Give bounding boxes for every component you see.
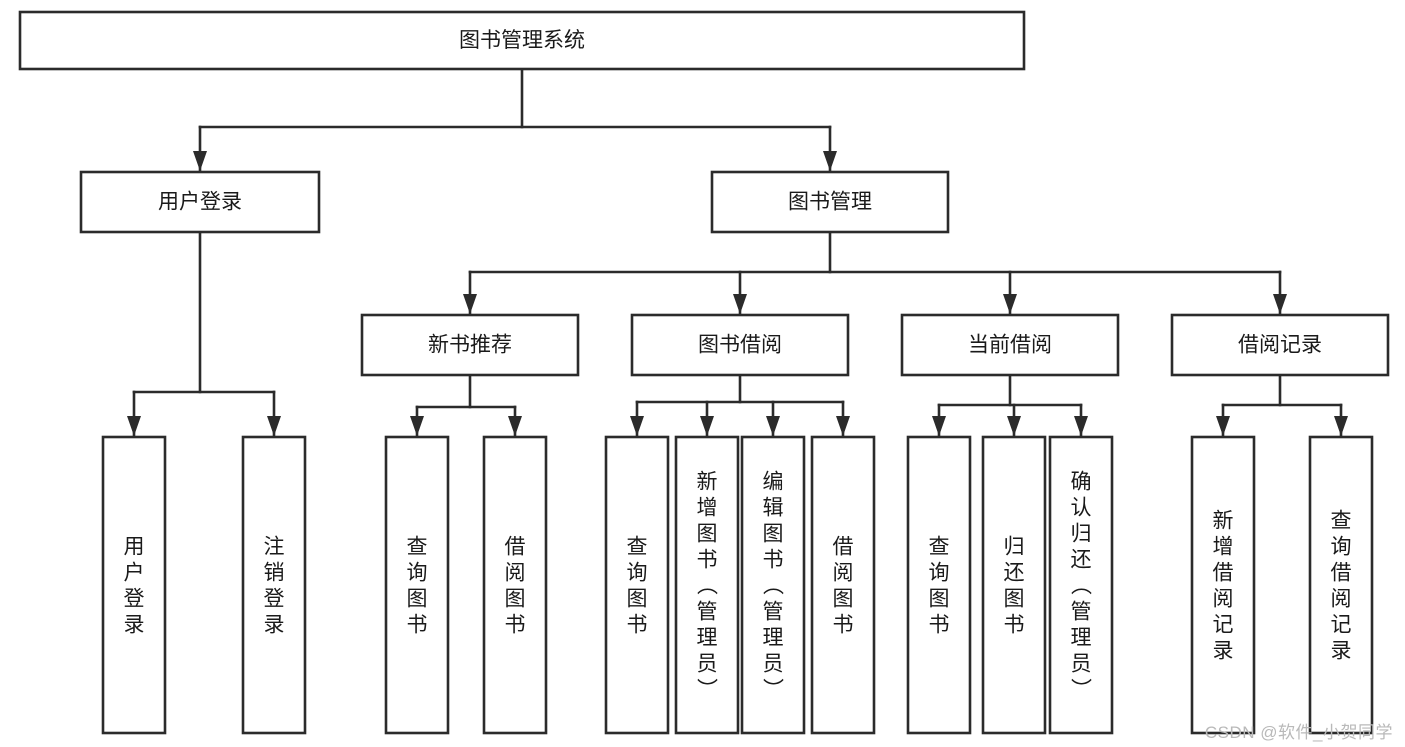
- node-leaf-12[interactable]: 查询借阅记录: [1308, 435, 1374, 735]
- node-label: 新增图书（管理员）: [697, 470, 719, 701]
- node-rect: [1308, 435, 1374, 735]
- arrow-head-icon: [1334, 416, 1348, 436]
- node-rect: [981, 435, 1047, 735]
- node-label: 借阅记录: [1238, 334, 1322, 357]
- arrow-head-icon: [823, 151, 837, 171]
- node-rect: [906, 435, 972, 735]
- node-rect: [101, 435, 167, 735]
- node-rect: [810, 435, 876, 735]
- node-label: 注销登录: [264, 535, 285, 636]
- node-leaf-5[interactable]: 新增图书（管理员）: [674, 435, 740, 735]
- node-label: 新书推荐: [428, 334, 512, 357]
- node-rect: [740, 435, 806, 735]
- node-leaf-8[interactable]: 查询图书: [906, 435, 972, 735]
- arrow-head-icon: [700, 416, 714, 436]
- node-level3-1[interactable]: 图书借阅: [630, 313, 850, 377]
- node-label: 借阅图书: [833, 535, 854, 636]
- node-leaf-3[interactable]: 借阅图书: [482, 435, 548, 735]
- node-leaf-11[interactable]: 新增借阅记录: [1190, 435, 1256, 735]
- arrow-head-icon: [127, 416, 141, 436]
- arrow-head-icon: [267, 416, 281, 436]
- node-rect: [900, 313, 1120, 377]
- node-level2-0[interactable]: 用户登录: [79, 170, 321, 234]
- arrow-head-icon: [463, 294, 477, 314]
- node-label: 确认归还（管理员）: [1071, 470, 1093, 701]
- node-rect: [360, 313, 580, 377]
- node-rect: [1048, 435, 1114, 735]
- node-rect: [604, 435, 670, 735]
- node-label: 用户登录: [158, 191, 242, 214]
- arrow-head-icon: [193, 151, 207, 171]
- node-label: 编辑图书（管理员）: [763, 470, 785, 701]
- node-rect: [384, 435, 450, 735]
- arrow-head-icon: [410, 416, 424, 436]
- node-rect: [79, 170, 321, 234]
- node-label: 查询图书: [929, 535, 950, 636]
- node-label: 图书管理: [788, 191, 872, 214]
- arrow-head-icon: [1003, 294, 1017, 314]
- node-rect: [482, 435, 548, 735]
- node-level3-0[interactable]: 新书推荐: [360, 313, 580, 377]
- node-leaf-6[interactable]: 编辑图书（管理员）: [740, 435, 806, 735]
- watermark-label: CSDN @软件_小贺同学: [1204, 723, 1393, 742]
- node-rect: [674, 435, 740, 735]
- arrow-head-icon: [1007, 416, 1021, 436]
- node-label: 图书管理系统: [459, 29, 585, 52]
- node-rect: [710, 170, 950, 234]
- node-leaf-4[interactable]: 查询图书: [604, 435, 670, 735]
- node-leaf-10[interactable]: 确认归还（管理员）: [1048, 435, 1114, 735]
- node-leaf-2[interactable]: 查询图书: [384, 435, 450, 735]
- arrow-head-icon: [766, 416, 780, 436]
- arrow-head-icon: [1074, 416, 1088, 436]
- node-leaf-1[interactable]: 注销登录: [241, 435, 307, 735]
- node-rect: [18, 10, 1026, 71]
- node-rect: [241, 435, 307, 735]
- connector-lines: [127, 67, 1348, 438]
- node-leaf-7[interactable]: 借阅图书: [810, 435, 876, 735]
- node-leaf-0[interactable]: 用户登录: [101, 435, 167, 735]
- arrow-head-icon: [733, 294, 747, 314]
- node-root-0[interactable]: 图书管理系统: [18, 10, 1026, 71]
- node-level3-3[interactable]: 借阅记录: [1170, 313, 1390, 377]
- node-label: 当前借阅: [968, 334, 1052, 357]
- node-label: 查询图书: [627, 535, 648, 636]
- arrow-head-icon: [836, 416, 850, 436]
- node-label: 新增借阅记录: [1213, 509, 1234, 662]
- node-label: 查询图书: [407, 535, 428, 636]
- node-level2-1[interactable]: 图书管理: [710, 170, 950, 234]
- arrow-head-icon: [1216, 416, 1230, 436]
- node-label: 用户登录: [124, 535, 145, 636]
- node-boxes: 图书管理系统用户登录图书管理新书推荐图书借阅当前借阅借阅记录用户登录注销登录查询…: [18, 10, 1390, 735]
- arrow-head-icon: [508, 416, 522, 436]
- node-label: 借阅图书: [505, 535, 526, 636]
- node-rect: [1190, 435, 1256, 735]
- node-label: 图书借阅: [698, 334, 782, 357]
- arrow-head-icon: [932, 416, 946, 436]
- arrow-head-icon: [1273, 294, 1287, 314]
- arrow-head-icon: [630, 416, 644, 436]
- node-level3-2[interactable]: 当前借阅: [900, 313, 1120, 377]
- node-leaf-9[interactable]: 归还图书: [981, 435, 1047, 735]
- node-rect: [1170, 313, 1390, 377]
- node-label: 归还图书: [1004, 535, 1025, 636]
- node-label: 查询借阅记录: [1331, 509, 1352, 662]
- node-rect: [630, 313, 850, 377]
